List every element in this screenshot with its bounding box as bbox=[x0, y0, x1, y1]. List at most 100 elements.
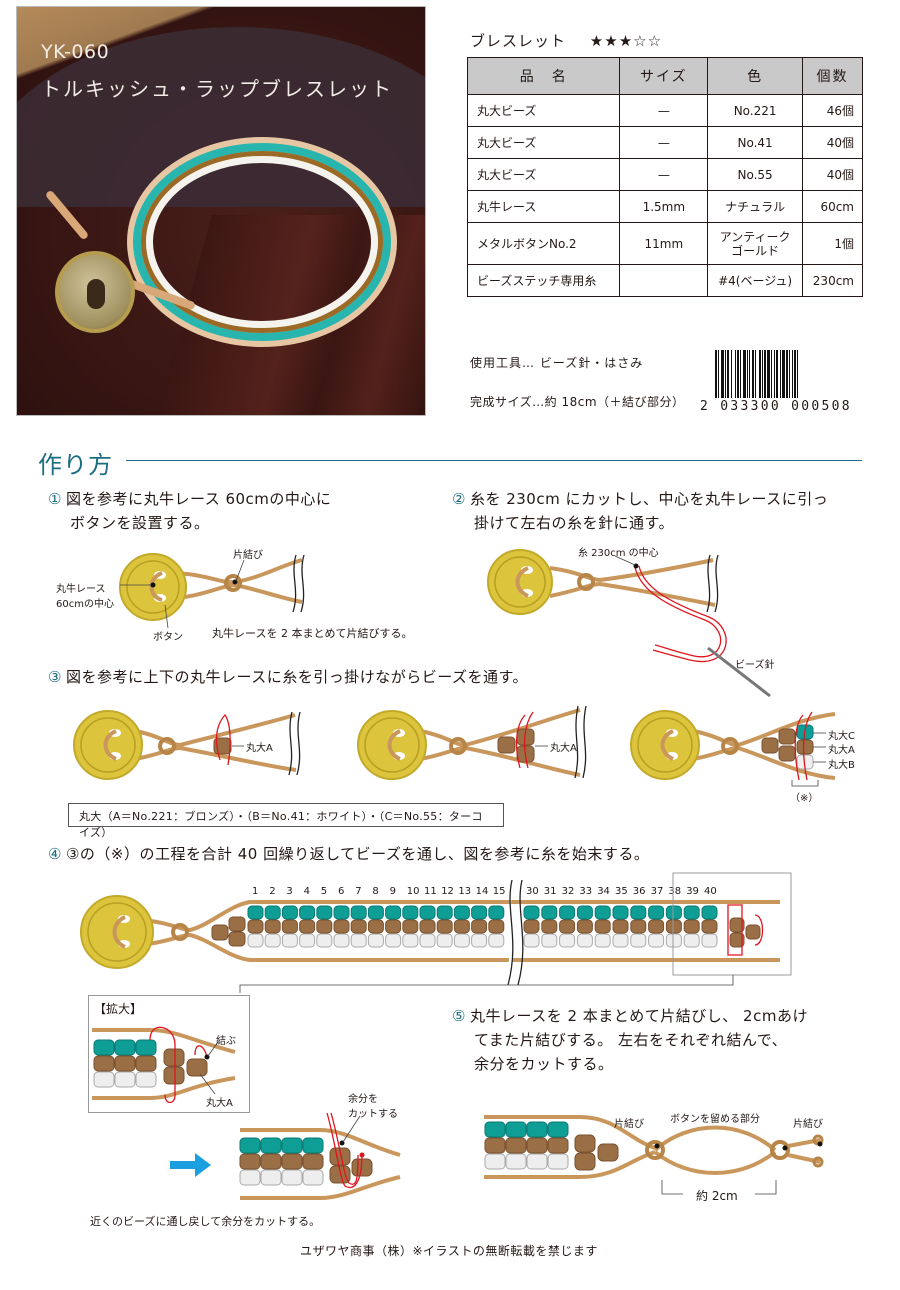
step-line: 図を参考に上下の丸牛レースに糸を引っ掛けながらビーズを通す。 bbox=[65, 668, 528, 686]
star-icons: ★★★☆☆ bbox=[589, 32, 663, 50]
bead-count-label: 10 bbox=[406, 886, 420, 897]
cell-size bbox=[619, 264, 709, 297]
cell-qty: 46個 bbox=[802, 94, 863, 127]
category-label: ブレスレット bbox=[470, 32, 567, 50]
product-code: YK-060 bbox=[41, 41, 110, 63]
header-qty: 個数 bbox=[802, 57, 863, 95]
step-line: 図を参考に丸牛レース 60cmの中心に bbox=[65, 490, 332, 508]
label-thread-center: 糸 230cm の中心 bbox=[578, 548, 659, 559]
step-number: ④ bbox=[48, 845, 62, 863]
difficulty-rating: ブレスレット ★★★☆☆ bbox=[470, 30, 662, 51]
bead-count-label: 4 bbox=[303, 886, 310, 897]
bead-count-label: 13 bbox=[458, 886, 472, 897]
footer-copyright: ユザワヤ商事（株）※イラストの無断転載を禁じます bbox=[300, 1244, 598, 1258]
cell-name: 丸大ビーズ bbox=[466, 94, 621, 127]
cell-name: メタルボタンNo.2 bbox=[466, 222, 621, 265]
bead-count-label: 3 bbox=[286, 886, 293, 897]
cell-name: ビーズステッチ専用糸 bbox=[466, 264, 621, 297]
cell-size: 1.5mm bbox=[619, 190, 709, 223]
cell-qty: 40個 bbox=[802, 126, 863, 159]
bracelet-bronze-row bbox=[141, 151, 383, 333]
bead-count-label: 30 bbox=[526, 886, 539, 897]
zoom-title: 【拡大】 bbox=[94, 1002, 143, 1016]
bead-count-label: 33 bbox=[579, 886, 593, 897]
bead-count-label: 11 bbox=[424, 886, 437, 897]
label-cut-excess: 余分をカットする bbox=[348, 1094, 398, 1120]
label-bead-b: 丸大B bbox=[828, 760, 855, 771]
cell-name: 丸大ビーズ bbox=[466, 126, 621, 159]
label-note-mark: （※） bbox=[790, 793, 819, 804]
cell-name: 丸大ビーズ bbox=[466, 158, 621, 191]
product-photo: YK-060 トルキッシュ・ラップブレスレット bbox=[16, 6, 426, 416]
step-line: 丸牛レースを 2 本まとめて片結びし、 2cmあけ bbox=[469, 1007, 808, 1025]
bead-count-label: 37 bbox=[650, 886, 664, 897]
step-line: ③の（※）の工程を合計 40 回繰り返してビーズを通し、図を参考に糸を始末する。 bbox=[65, 845, 650, 863]
step-line: 掛けて左右の糸を針に通す。 bbox=[474, 514, 675, 532]
bead-count-label: 36 bbox=[632, 886, 646, 897]
label-button-part: ボタンを留める部分 bbox=[670, 1114, 760, 1125]
cell-qty: 230cm bbox=[802, 264, 863, 297]
step-number: ② bbox=[452, 490, 466, 508]
cell-size: 11mm bbox=[619, 222, 709, 265]
step-3-figure-1 bbox=[73, 710, 301, 780]
label-bead-a: 丸大A bbox=[246, 743, 273, 754]
arrow-right-icon bbox=[170, 1153, 211, 1177]
cell-color: アンティーク ゴールド bbox=[707, 222, 803, 265]
step-number: ① bbox=[48, 490, 62, 508]
bracelet-turquoise-row bbox=[133, 143, 391, 341]
table-row: 丸大ビーズ — No.41 40個 bbox=[466, 126, 863, 159]
bead-count-label: 7 bbox=[355, 886, 362, 897]
table-row: メタルボタンNo.2 11mm アンティーク ゴールド 1個 bbox=[466, 222, 863, 265]
label-distance: 約 2cm bbox=[696, 1189, 738, 1203]
table-row: 丸大ビーズ — No.221 46個 bbox=[466, 94, 863, 127]
step-line: てまた片結びする。 左右をそれぞれ結んで、 bbox=[474, 1031, 788, 1049]
step-3-figure-3 bbox=[630, 710, 836, 787]
bead-count-label: 35 bbox=[615, 886, 628, 897]
label-bead-a: 丸大A bbox=[206, 1098, 233, 1109]
finish-note: 近くのビーズに通し戻して余分をカットする。 bbox=[90, 1215, 321, 1228]
label-knot-right: 片結び bbox=[793, 1119, 823, 1130]
step-number: ③ bbox=[48, 668, 62, 686]
table-row: ビーズステッチ専用糸 #4(ベージュ) 230cm bbox=[466, 264, 863, 297]
label-bead-a: 丸大A bbox=[550, 743, 577, 754]
bead-legend: 丸大（A＝No.221：ブロンズ）・（B＝No.41：ホワイト）・（C＝No.5… bbox=[68, 803, 504, 839]
metal-button-photo bbox=[55, 251, 135, 333]
table-row: 丸牛レース 1.5mm ナチュラル 60cm bbox=[466, 190, 863, 223]
materials-table: 品 名 サイズ 色 個数 丸大ビーズ — No.221 46個 丸大ビーズ — … bbox=[466, 57, 863, 297]
bead-count-label: 8 bbox=[372, 886, 379, 897]
step-line: ボタンを設置する。 bbox=[70, 514, 210, 532]
cell-color: No.41 bbox=[707, 126, 803, 159]
cell-color-line1: アンティーク bbox=[719, 229, 791, 244]
bead-count-label: 32 bbox=[561, 886, 575, 897]
tools-text: 使用工具… ビーズ針・はさみ bbox=[470, 356, 644, 370]
cell-name: 丸牛レース bbox=[466, 190, 621, 223]
step-line: 余分をカットする。 bbox=[474, 1055, 614, 1073]
barcode-number: 2 033300 000508 bbox=[700, 399, 852, 414]
bead-count-label: 34 bbox=[597, 886, 610, 897]
bead-count-label: 12 bbox=[441, 886, 454, 897]
knot-icon bbox=[224, 574, 242, 592]
product-title: トルキッシュ・ラップブレスレット bbox=[41, 77, 393, 101]
bead-count-label: 5 bbox=[320, 886, 328, 897]
section-title: 作り方 bbox=[38, 451, 113, 479]
bracelet-white-row bbox=[146, 156, 378, 328]
bead-count-label: 39 bbox=[686, 886, 699, 897]
cell-color: #4(ベージュ) bbox=[707, 264, 803, 297]
section-divider bbox=[126, 460, 862, 461]
bead-count-label: 6 bbox=[338, 886, 345, 897]
bead-count-label: 31 bbox=[543, 886, 557, 897]
bead-count-label: 9 bbox=[389, 886, 396, 897]
label-needle: ビーズ針 bbox=[735, 660, 775, 671]
header-size: サイズ bbox=[619, 57, 709, 95]
